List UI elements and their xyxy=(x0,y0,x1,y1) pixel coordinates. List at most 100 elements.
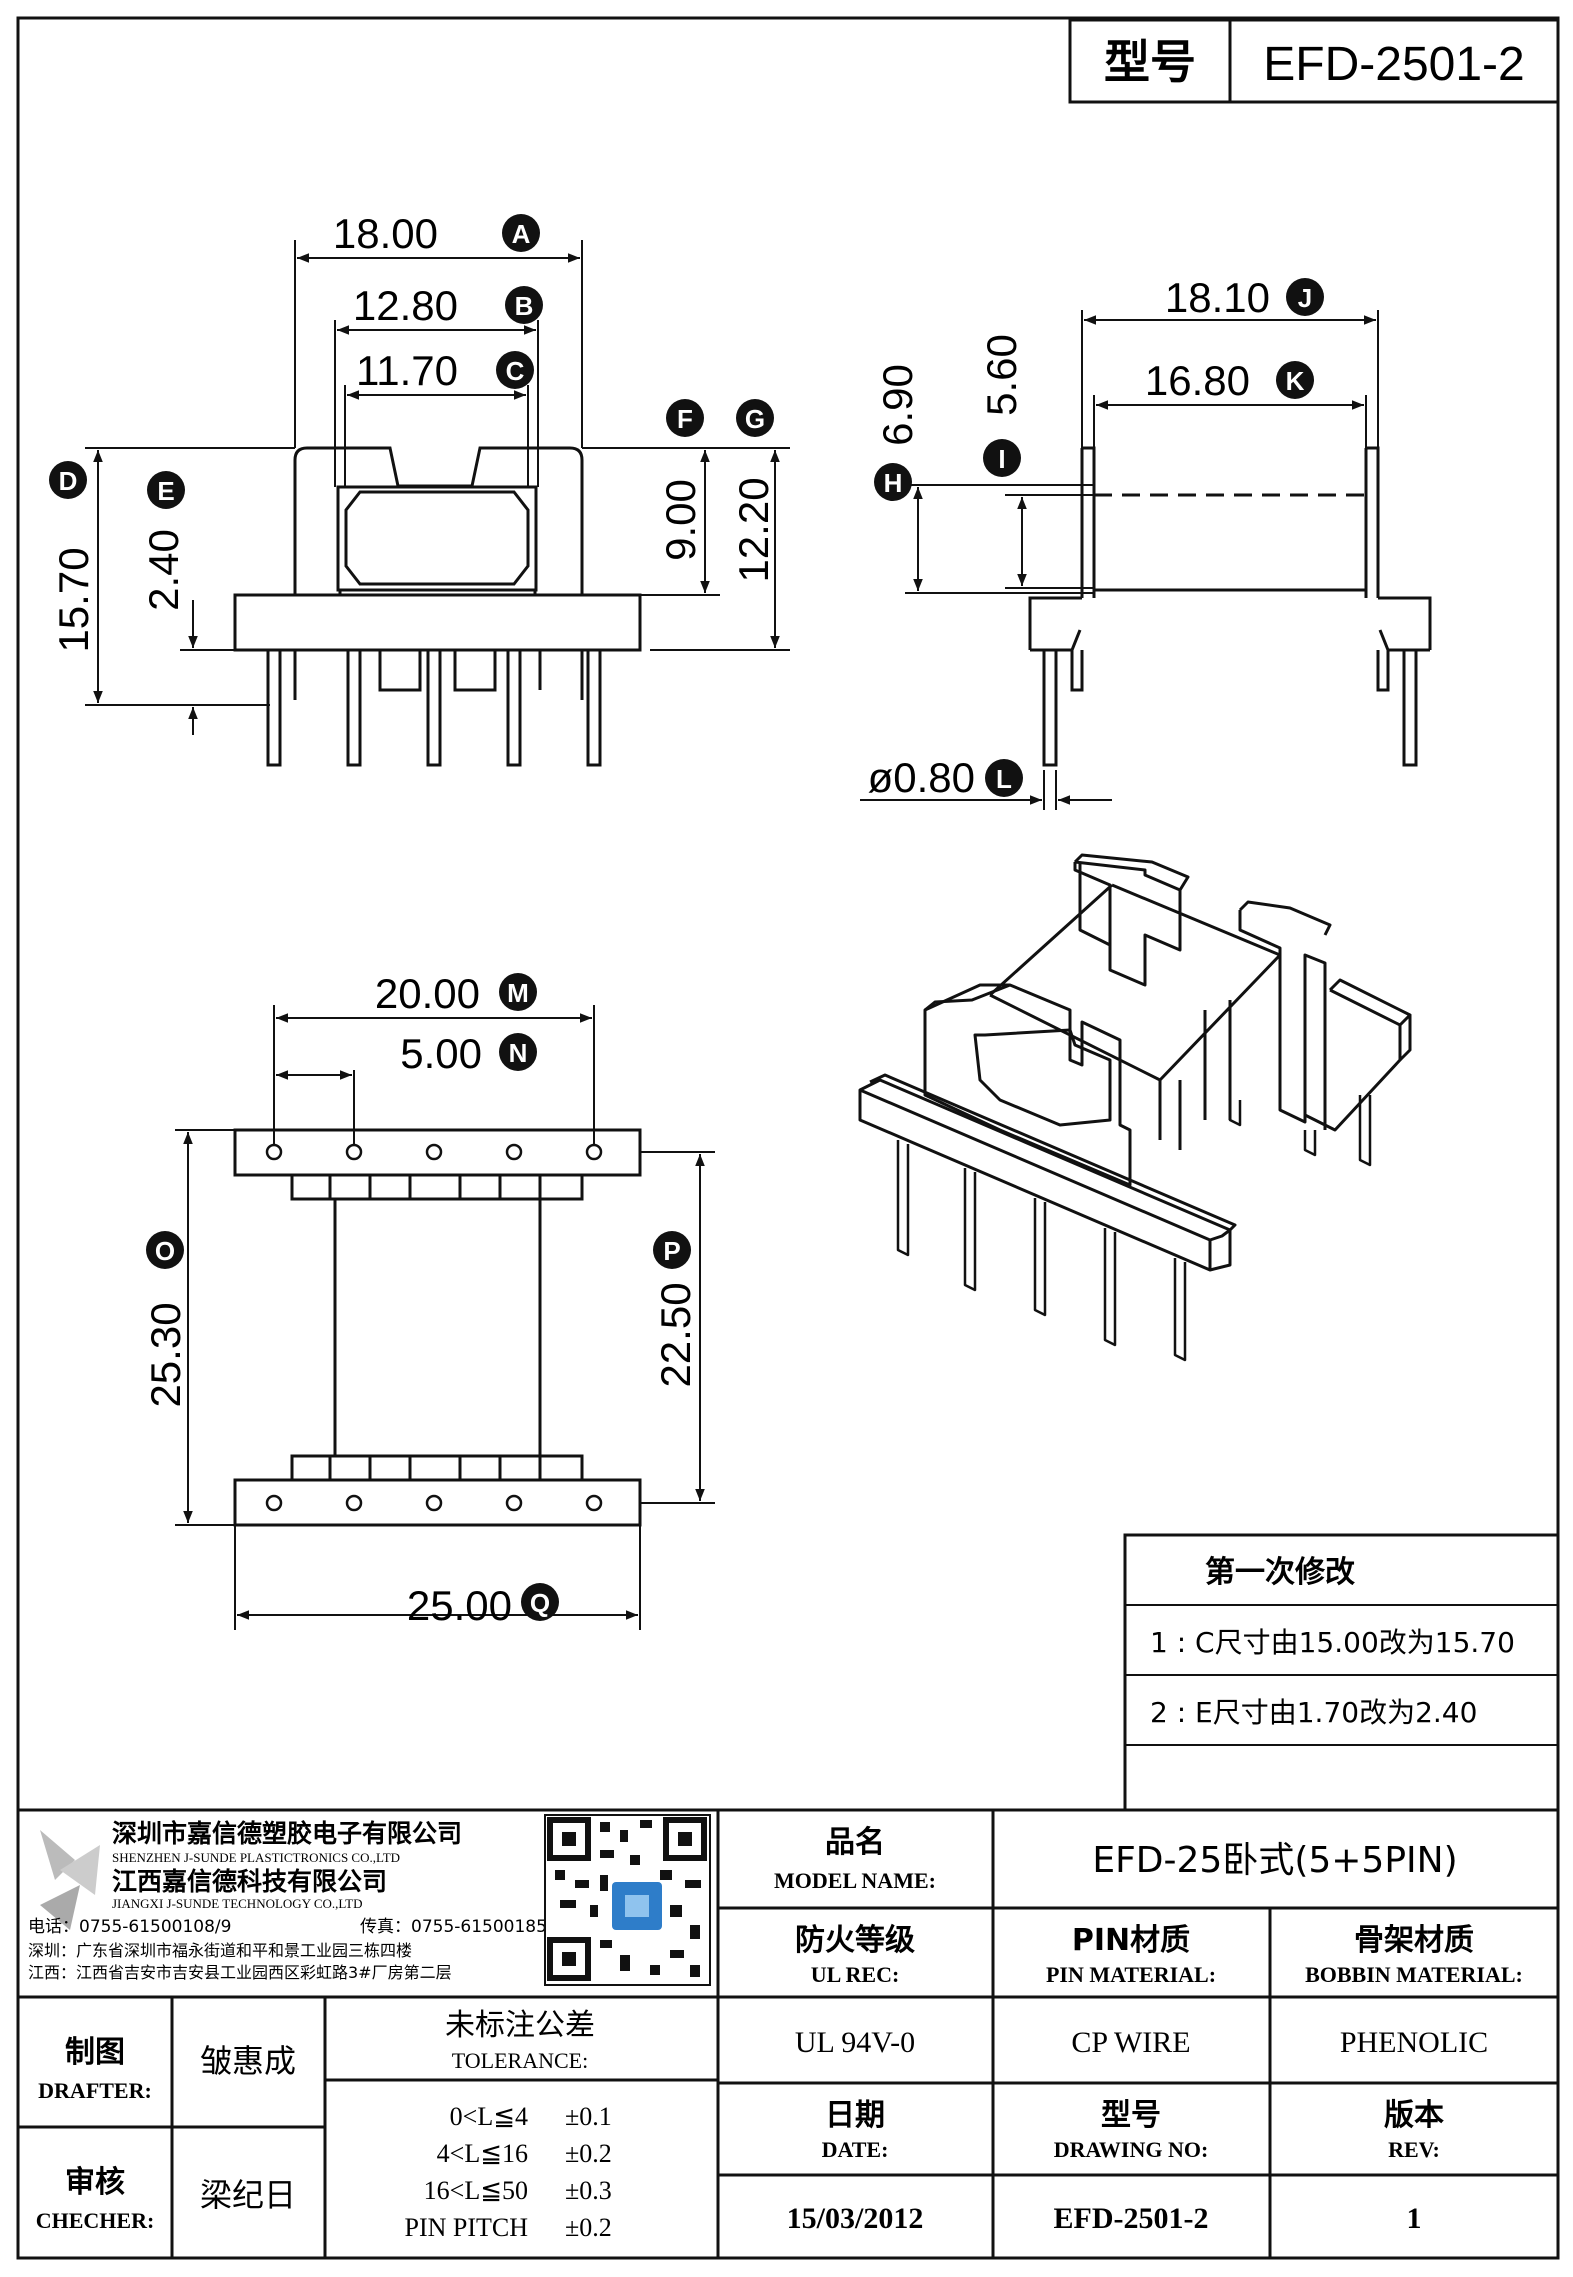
dim-l-badge: L xyxy=(985,759,1023,797)
dim-k-badge: K xyxy=(1276,361,1314,399)
dim-a-badge: A xyxy=(502,214,540,252)
front-view xyxy=(233,446,642,767)
drawing-border xyxy=(16,16,1560,2260)
isometric-view xyxy=(858,853,1412,1362)
dim-n-value: 5.00 xyxy=(400,1030,482,1077)
dim-i-value: 5.60 xyxy=(978,334,1025,416)
dim-d-badge: D xyxy=(49,461,87,499)
tolerance-range-3: 16<L≦50 xyxy=(424,2176,528,2205)
company-name-cn-1: 深圳市嘉信德塑胶电子有限公司 xyxy=(112,1819,462,1848)
dim-o-badge: O xyxy=(146,1231,184,1269)
company-address-jx: 江西：江西省吉安市吉安县工业园西区彩虹路3#厂房第二层 xyxy=(28,1963,452,1982)
dim-e-value: 2.40 xyxy=(140,529,187,611)
model-label: 型号 xyxy=(1104,35,1196,89)
tolerance-range-2: 4<L≦16 xyxy=(437,2139,528,2168)
bobbin-material-label-en: BOBBIN MATERIAL: xyxy=(1305,1962,1523,1987)
drafter-name: 皱惠成 xyxy=(200,2042,296,2080)
title-block xyxy=(16,1808,1560,2260)
pin-material-value: CP WIRE xyxy=(1071,2026,1190,2059)
svg-text:K: K xyxy=(1286,366,1305,396)
dim-e-badge: E xyxy=(147,471,185,509)
rev-label-cn: 版本 xyxy=(1384,2098,1444,2133)
front-pins xyxy=(266,648,602,767)
side-view xyxy=(1028,446,1432,767)
checker-label-cn: 审核 xyxy=(65,2165,125,2200)
dim-q-badge: Q xyxy=(521,1583,559,1621)
model-name-value: EFD-25卧式(5+5PIN) xyxy=(1092,1840,1457,1881)
dim-h-badge: H xyxy=(874,463,912,501)
tolerance-label-en: TOLERANCE: xyxy=(452,2048,588,2073)
date-label-en: DATE: xyxy=(822,2137,889,2162)
svg-text:Q: Q xyxy=(530,1588,550,1618)
dim-g-badge: G xyxy=(736,399,774,437)
svg-text:H: H xyxy=(884,468,903,498)
drawing-no-label-cn: 型号 xyxy=(1101,2098,1161,2133)
dim-b-value: 12.80 xyxy=(353,282,458,329)
model-value: EFD-2501-2 xyxy=(1263,38,1524,91)
dim-p-badge: P xyxy=(653,1231,691,1269)
dim-d-value: 15.70 xyxy=(50,547,97,652)
dim-n-badge: N xyxy=(499,1033,537,1071)
drawing-no-value: EFD-2501-2 xyxy=(1054,2202,1209,2235)
revision-box: 第一次修改 1 : C尺寸由15.00改为15.70 2 : E尺寸由1.70改… xyxy=(1123,1533,1560,1812)
rev-value: 1 xyxy=(1407,2202,1422,2235)
dim-f-value: 9.00 xyxy=(657,479,704,561)
svg-text:L: L xyxy=(996,764,1012,794)
company-phone: 电话：0755-61500108/9 xyxy=(28,1917,231,1937)
bottom-pin-holes xyxy=(265,1143,603,1512)
model-name-label-cn: 品名 xyxy=(825,1825,885,1860)
drawing-no-label-en: DRAWING NO: xyxy=(1054,2137,1209,2162)
dim-q-value: 25.00 xyxy=(407,1582,512,1629)
date-label-cn: 日期 xyxy=(825,2098,885,2133)
checker-label-en: CHECHER: xyxy=(36,2208,155,2233)
svg-text:M: M xyxy=(507,978,529,1008)
bottom-view xyxy=(233,1128,642,1527)
tolerance-value-3: ±0.3 xyxy=(565,2176,612,2205)
ul-label-cn: 防火等级 xyxy=(795,1923,915,1958)
tolerance-value-4: ±0.2 xyxy=(565,2213,612,2242)
svg-text:B: B xyxy=(515,291,534,321)
pin-material-label-en: PIN MATERIAL: xyxy=(1046,1962,1216,1987)
dim-b-badge: B xyxy=(505,286,543,324)
dim-k-value: 16.80 xyxy=(1145,357,1250,404)
company-name-en-2: JIANGXI J-SUNDE TECHNOLOGY CO.,LTD xyxy=(112,1896,363,1911)
model-title-box: 型号 EFD-2501-2 xyxy=(1068,18,1560,104)
dim-c-value: 11.70 xyxy=(356,347,458,394)
company-logo xyxy=(40,1830,100,1930)
dim-c-badge: C xyxy=(496,351,534,389)
tolerance-range-4: PIN PITCH xyxy=(404,2213,528,2242)
bottom-dim-lines xyxy=(175,1005,715,1630)
bottom-dim-texts: 20.00 M 5.00 N O 25.30 P 22.50 25.00 Q xyxy=(142,970,699,1629)
svg-text:G: G xyxy=(745,404,765,434)
dim-p-value: 22.50 xyxy=(652,1282,699,1387)
dim-l-value: ø0.80 xyxy=(868,754,975,801)
revision-item-1: 1 : C尺寸由15.00改为15.70 xyxy=(1150,1626,1515,1659)
tolerance-value-1: ±0.1 xyxy=(565,2102,612,2131)
qr-code-icon xyxy=(544,1814,711,1986)
dim-j-value: 18.10 xyxy=(1165,274,1270,321)
front-dim-texts: 18.00 A 12.80 B 11.70 C D 15.70 E 2.40 F… xyxy=(49,210,777,653)
svg-text:C: C xyxy=(506,356,525,386)
svg-text:O: O xyxy=(155,1236,175,1266)
svg-text:E: E xyxy=(157,476,174,506)
company-info: 深圳市嘉信德塑胶电子有限公司 SHENZHEN J-SUNDE PLASTICT… xyxy=(28,1814,711,1986)
bobbin-material-label-cn: 骨架材质 xyxy=(1354,1923,1474,1958)
company-name-cn-2: 江西嘉信德科技有限公司 xyxy=(112,1867,387,1896)
ul-label-en: UL REC: xyxy=(811,1962,900,1987)
drafter-label-en: DRAFTER: xyxy=(38,2078,152,2103)
front-dim-lines xyxy=(85,240,790,735)
model-name-label-en: MODEL NAME: xyxy=(774,1868,936,1893)
svg-text:F: F xyxy=(677,404,693,434)
dim-g-value: 12.20 xyxy=(730,477,777,582)
company-fax: 传真：0755-61500185 xyxy=(360,1917,547,1937)
svg-text:N: N xyxy=(509,1038,528,1068)
pin-material-label-cn: PIN材质 xyxy=(1072,1923,1190,1958)
dim-i-badge: I xyxy=(983,439,1021,477)
company-name-en-1: SHENZHEN J-SUNDE PLASTICTRONICS CO.,LTD xyxy=(112,1850,400,1865)
dim-o-value: 25.30 xyxy=(142,1302,189,1407)
company-address-sz: 深圳：广东省深圳市福永街道和平和景工业园三栋四楼 xyxy=(28,1941,412,1960)
dim-h-value: 6.90 xyxy=(874,364,921,446)
side-dim-lines xyxy=(860,310,1379,810)
rev-label-en: REV: xyxy=(1388,2137,1440,2162)
